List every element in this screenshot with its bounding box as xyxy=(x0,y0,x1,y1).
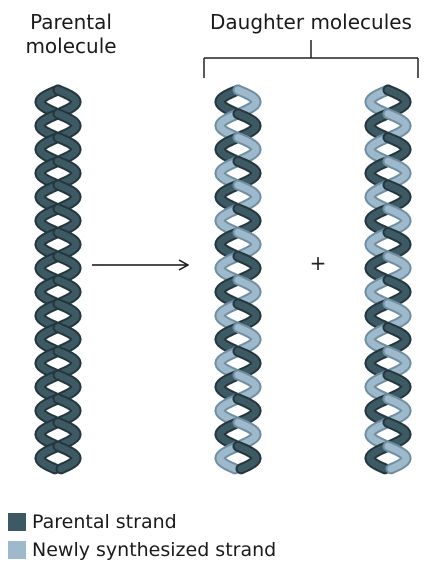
parental-molecule xyxy=(40,90,76,469)
legend: Parental strand Newly synthesized strand xyxy=(8,508,276,564)
new-strand-swatch xyxy=(8,541,26,559)
plus-sign: + xyxy=(310,251,327,275)
legend-label-parental: Parental strand xyxy=(32,510,177,534)
helix-canvas: + xyxy=(0,0,425,500)
replication-arrow xyxy=(92,260,188,270)
daughter-molecule-1 xyxy=(220,90,256,469)
daughter-bracket xyxy=(204,40,418,78)
daughter-molecule-2 xyxy=(370,90,406,469)
legend-label-new: Newly synthesized strand xyxy=(32,538,276,562)
legend-item-parental: Parental strand xyxy=(8,508,276,536)
parental-swatch xyxy=(8,513,26,531)
legend-item-new: Newly synthesized strand xyxy=(8,536,276,564)
